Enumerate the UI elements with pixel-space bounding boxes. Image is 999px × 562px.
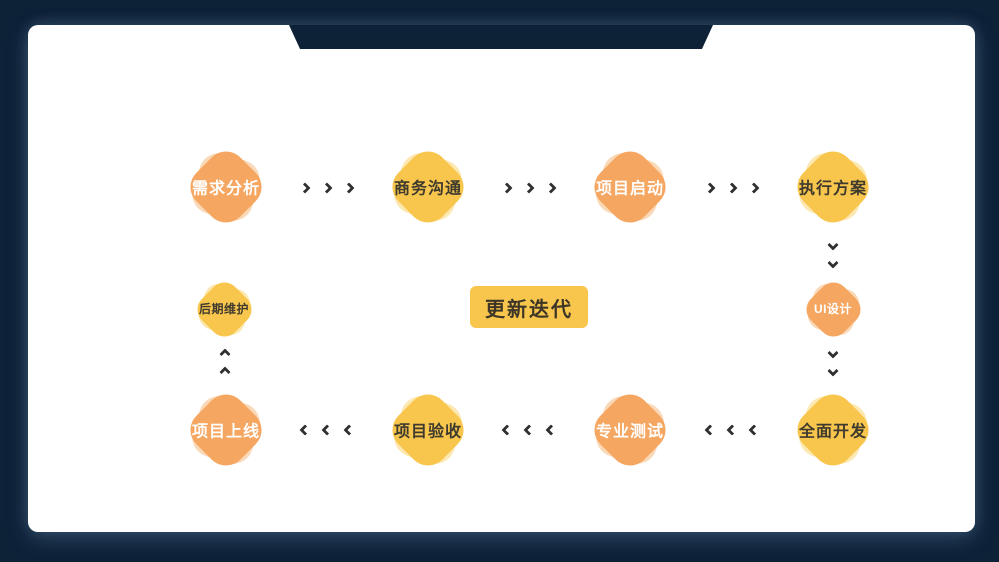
node-label: 项目验收 — [393, 423, 462, 441]
chevron-right-icon — [501, 182, 513, 194]
arrow-group-left — [299, 424, 355, 436]
chevron-right-icon — [343, 182, 355, 194]
center-label: 更新迭代 — [485, 298, 573, 321]
node-label: 项目上线 — [191, 423, 260, 441]
chevron-down-icon — [827, 257, 839, 269]
chevron-left-icon — [343, 424, 355, 436]
chevron-down-icon — [827, 365, 839, 377]
arrow-group-left — [704, 424, 760, 436]
top-notch-decoration — [289, 25, 713, 49]
node-label: 专业测试 — [595, 423, 664, 441]
chevron-left-icon — [321, 424, 333, 436]
arrow-group-down — [827, 239, 839, 269]
chevron-left-icon — [299, 424, 311, 436]
flow-node-maintenance: 后期维护 — [180, 265, 268, 353]
chevron-left-icon — [704, 424, 716, 436]
node-label: 后期维护 — [198, 302, 249, 317]
chevron-left-icon — [545, 424, 557, 436]
chevron-right-icon — [704, 182, 716, 194]
node-label: 全面开发 — [798, 423, 867, 441]
chevron-right-icon — [748, 182, 760, 194]
chevron-left-icon — [523, 424, 535, 436]
arrow-group-right — [704, 182, 760, 194]
chevron-right-icon — [299, 182, 311, 194]
node-label: 需求分析 — [191, 180, 260, 198]
update-iteration-badge: 更新迭代 — [470, 286, 588, 328]
flow-node-professional-testing: 专业测试 — [586, 386, 674, 474]
chevron-left-icon — [748, 424, 760, 436]
chevron-right-icon — [321, 182, 333, 194]
flow-node-execution-plan: 执行方案 — [789, 143, 877, 231]
node-label: 商务沟通 — [393, 180, 462, 198]
node-label: 执行方案 — [798, 180, 867, 198]
arrow-group-down — [827, 347, 839, 377]
arrow-group-up — [219, 348, 231, 378]
chevron-right-icon — [545, 182, 557, 194]
chevron-up-icon — [219, 366, 231, 378]
flow-node-ui-design: UI设计 — [789, 265, 877, 353]
arrow-group-right — [299, 182, 355, 194]
flow-node-full-development: 全面开发 — [789, 386, 877, 474]
chevron-left-icon — [501, 424, 513, 436]
flow-node-project-acceptance: 项目验收 — [384, 386, 472, 474]
slide-panel: 需求分析 商务沟通 项目启动 执行方案 UI设计 全面开发 — [28, 25, 975, 532]
chevron-up-icon — [219, 348, 231, 360]
node-label: 项目启动 — [595, 180, 664, 198]
arrow-group-left — [501, 424, 557, 436]
chevron-right-icon — [726, 182, 738, 194]
flow-node-project-launch: 项目上线 — [182, 386, 270, 474]
arrow-group-right — [501, 182, 557, 194]
chevron-down-icon — [827, 347, 839, 359]
flow-node-business-communication: 商务沟通 — [384, 143, 472, 231]
chevron-down-icon — [827, 239, 839, 251]
chevron-right-icon — [523, 182, 535, 194]
chevron-left-icon — [726, 424, 738, 436]
flow-node-project-kickoff: 项目启动 — [586, 143, 674, 231]
flow-node-requirements-analysis: 需求分析 — [182, 143, 270, 231]
node-label: UI设计 — [813, 302, 852, 317]
